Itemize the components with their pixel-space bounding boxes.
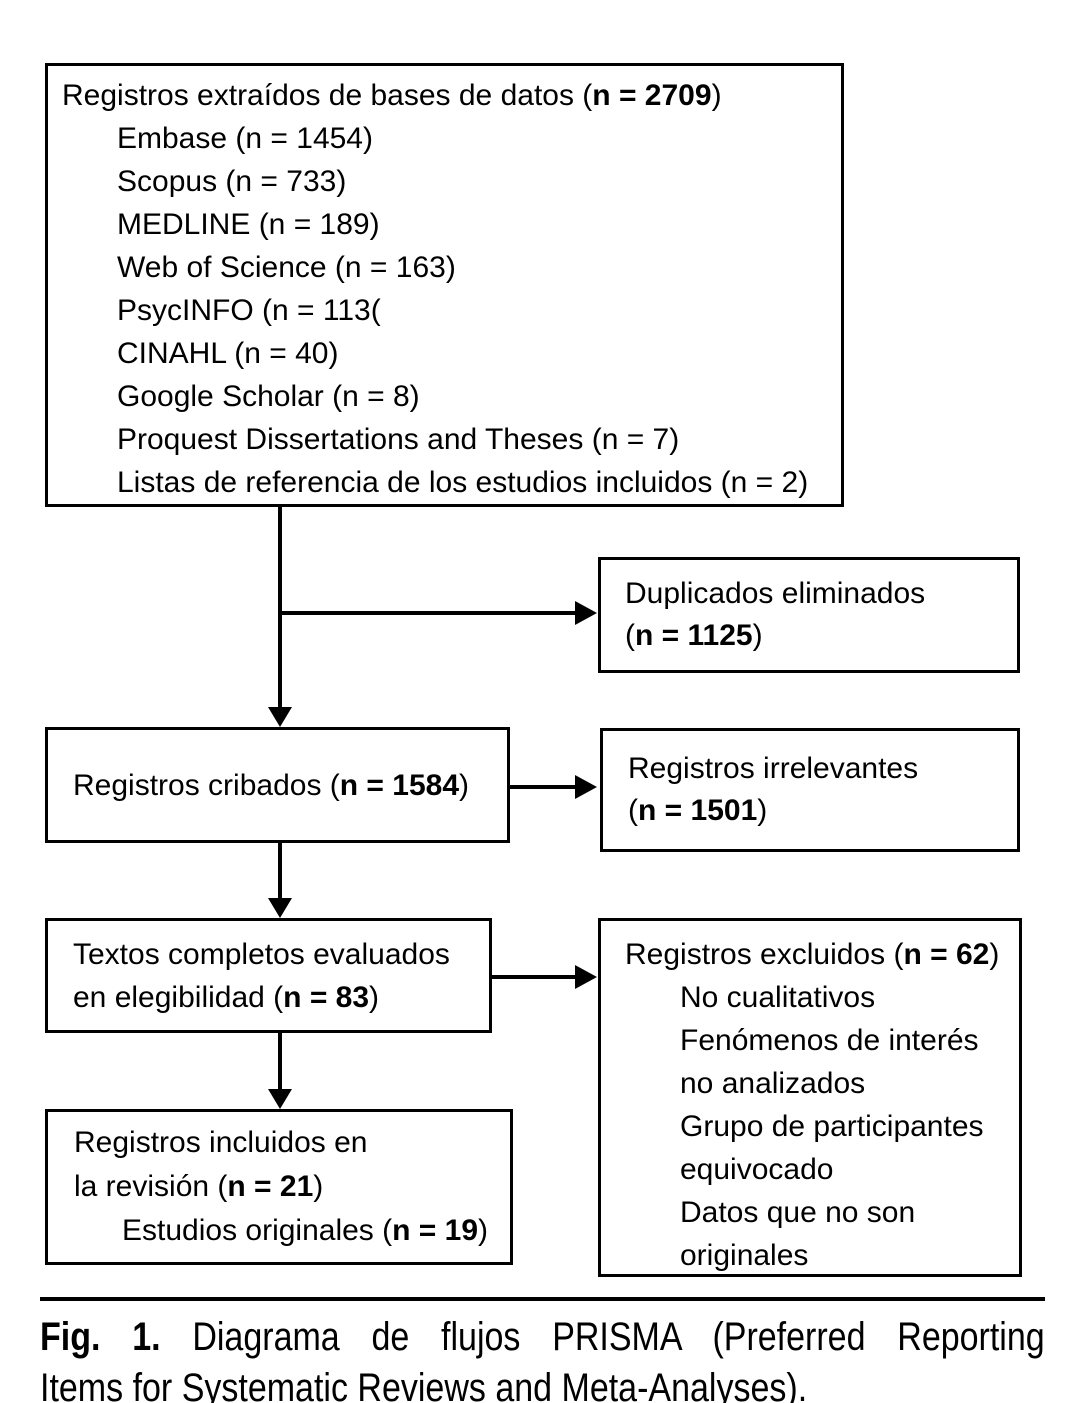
database-source-item: Web of Science (n = 163) [117,251,456,284]
irrelevant-records-line2: (n = 1501) [628,790,1017,832]
figure-caption-line2: Items for Systematic Reviews and Meta-An… [40,1366,808,1403]
database-source-item: Listas de referencia de los estudios inc… [117,466,809,499]
arrowhead-right-icon [575,965,597,989]
records-screened-pre: Registros cribados ( [73,768,340,802]
records-excluded-n: n = 62 [903,938,990,971]
irrelevant-records-line1: Registros irrelevantes [628,752,919,785]
original-studies-post: ) [478,1214,489,1247]
fulltext-assessed-line2: en elegibilidad (n = 83) [73,976,489,1019]
irrelevant-records-box: Registros irrelevantes (n = 1501) [600,728,1020,852]
records-screened-post: ) [459,768,470,802]
database-source-item: Embase (n = 1454) [117,122,373,155]
records-excluded-title: Registros excluidos (n = 62) [625,933,1013,976]
figure-caption: Fig. 1. Diagrama de flujos PRISMA (Prefe… [40,1312,1045,1403]
records-included-box: Registros incluidos en la revisión (n = … [45,1109,513,1265]
fulltext-assessed-pre: en elegibilidad ( [73,980,284,1014]
records-excluded-pre: Registros excluidos ( [625,938,904,971]
identification-title: Registros extraídos de bases de datos (n… [62,74,835,117]
fulltext-assessed-n: n = 83 [283,980,370,1014]
duplicates-removed-line1: Duplicados eliminados [625,577,926,610]
flow-line-identification-to-screening [278,505,282,707]
records-included-post: ) [313,1170,324,1203]
irrelevant-paren-open: ( [628,794,638,827]
original-studies-pre: Estudios originales ( [122,1214,393,1247]
exclusion-reason-item: Fenómenos de interés no analizados [680,1024,979,1100]
caption-divider [40,1297,1045,1301]
figure-caption-line1: Fig. 1. Diagrama de flujos PRISMA (Prefe… [40,1312,1045,1363]
exclusion-reason-item: Datos que no son originales [680,1196,916,1272]
arrowhead-down-icon [268,707,292,727]
database-source-item: Proquest Dissertations and Theses (n = 7… [117,423,680,456]
duplicates-removed-n: n = 1125 [635,619,753,652]
identification-box: Registros extraídos de bases de datos (n… [45,63,844,507]
database-source-item: Google Scholar (n = 8) [117,380,420,413]
identification-title-pre: Registros extraídos de bases de datos ( [62,79,593,112]
figure-caption-label: Fig. 1. [40,1315,161,1359]
records-included-line2: la revisión (n = 21) [74,1165,510,1209]
arrowhead-down-icon [268,898,292,918]
fulltext-assessed-box: Textos completos evaluados en elegibilid… [45,918,492,1033]
database-source-item: CINAHL (n = 40) [117,337,339,370]
records-included-pre: la revisión ( [74,1170,228,1203]
records-included-n: n = 21 [227,1170,314,1203]
exclusion-reason-item: No cualitativos [680,981,876,1014]
original-studies-line: Estudios originales (n = 19) [122,1209,510,1253]
irrelevant-paren-close: ) [757,794,768,827]
records-screened-n: n = 1584 [339,768,460,802]
records-excluded-box: Registros excluidos (n = 62) No cualitat… [598,918,1022,1277]
database-source-item: Scopus (n = 733) [117,165,347,198]
fulltext-assessed-post: ) [369,980,380,1014]
flow-line-screening-to-irrelevant [510,785,577,789]
fulltext-assessed-line1: Textos completos evaluados [73,937,450,971]
arrowhead-right-icon [575,775,597,799]
exclusion-reason-item: Grupo de participantes equivocado [680,1110,984,1186]
flow-line-branch-to-duplicates [280,611,577,615]
flow-line-screening-to-eligibility [278,843,282,900]
arrowhead-down-icon [268,1089,292,1109]
flow-line-eligibility-to-excluded [492,975,577,979]
flow-line-eligibility-to-included [278,1033,282,1091]
duplicates-removed-paren-close: ) [752,619,763,652]
arrowhead-right-icon [575,601,597,625]
identification-title-n: n = 2709 [592,79,712,112]
database-source-list: Embase (n = 1454) Scopus (n = 733) MEDLI… [117,117,835,504]
records-excluded-post: ) [989,938,1000,971]
irrelevant-records-n: n = 1501 [638,794,758,827]
exclusion-reason-list: No cualitativos Fenómenos de interés no … [680,976,1013,1277]
duplicates-removed-paren-open: ( [625,619,635,652]
identification-title-post: ) [711,79,722,112]
original-studies-n: n = 19 [392,1214,479,1247]
database-source-item: MEDLINE (n = 189) [117,208,380,241]
duplicates-removed-line2: (n = 1125) [625,615,1017,657]
records-screened-box: Registros cribados (n = 1584) [45,727,510,843]
records-included-line1: Registros incluidos en [74,1126,368,1159]
duplicates-removed-box: Duplicados eliminados (n = 1125) [598,557,1020,673]
figure-caption-line1-text: Diagrama de flujos PRISMA (Preferred Rep… [160,1315,1045,1359]
records-screened-label: Registros cribados (n = 1584) [73,764,469,807]
database-source-item: PsycINFO (n = 113( [117,294,381,327]
